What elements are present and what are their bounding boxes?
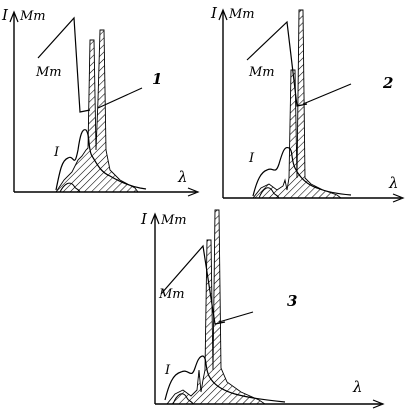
x-axis-label: λ [389, 174, 399, 192]
spectrum-panel-3: I Мm Мm I λ 3 [135, 200, 385, 410]
x-axis-label: λ [178, 168, 188, 186]
panel-number: 2 [383, 74, 394, 92]
x-axis-label: λ [353, 378, 363, 396]
y-axis-label: I [211, 4, 217, 22]
x-axis-arrow [372, 399, 385, 409]
mm-curve-label: Мm [36, 65, 62, 80]
i-curve [164, 355, 286, 403]
pointer-line-1 [97, 87, 143, 109]
mm-curve [37, 16, 91, 113]
x-axis-arrow [187, 187, 200, 197]
pointer-line-3 [218, 311, 254, 323]
small-peak [59, 182, 81, 193]
i-curve-label: I [54, 145, 60, 160]
mm-curve-label: Мm [159, 287, 185, 302]
pointer-line-2 [302, 83, 352, 105]
hatched-region [55, 29, 139, 193]
small-peak [172, 393, 194, 405]
hatched-region [166, 209, 267, 405]
y-axis-label: I [141, 210, 147, 228]
mm-curve-label: Мm [249, 65, 275, 80]
panel-1-plot [9, 10, 200, 197]
i-curve [252, 146, 352, 197]
panel-number: 1 [152, 70, 163, 88]
x-axis-arrow [392, 193, 405, 203]
y-axis-arrow [150, 212, 160, 225]
panel-number: 3 [287, 292, 298, 310]
y-axis-arrow [9, 10, 19, 23]
spectrum-panel-1: I Мm Мm I λ 1 [0, 0, 200, 205]
i-curve [55, 129, 147, 191]
spectrum-panel-2: I Мm Мm I λ 2 [205, 0, 405, 205]
y-axis-label: I [2, 6, 8, 24]
i-curve-label: I [249, 151, 255, 166]
y-unit-label: Мm [161, 213, 187, 228]
panel-2-plot [218, 8, 405, 203]
panel-3-plot [150, 209, 385, 409]
small-peak [258, 187, 280, 199]
y-unit-label: Мm [229, 7, 255, 22]
y-unit-label: Мm [20, 9, 46, 24]
i-curve-label: I [165, 363, 171, 378]
y-axis-arrow [218, 8, 228, 21]
